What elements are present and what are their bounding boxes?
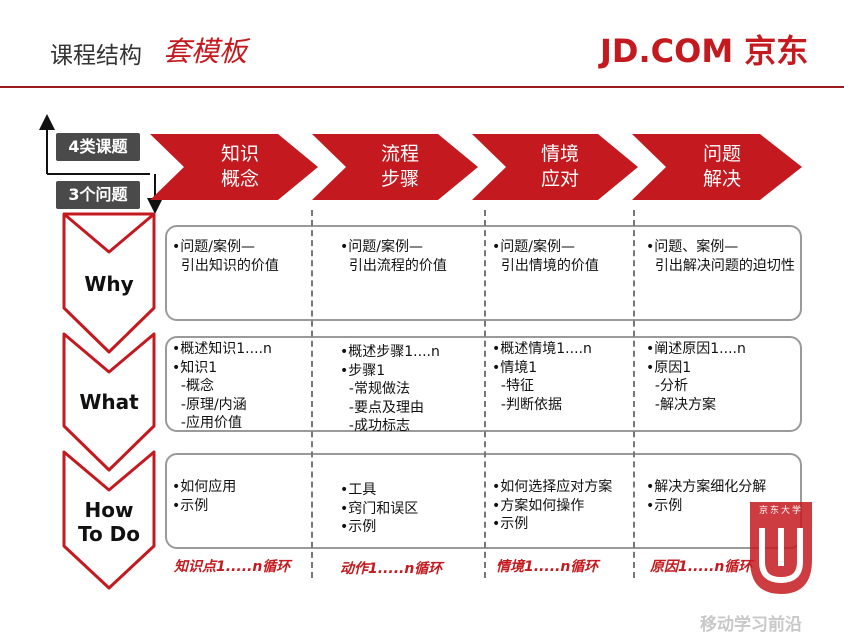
- cell-how-situation: •如何选择应对方案 •方案如何操作 •示例: [492, 479, 613, 532]
- column-divider-2: [484, 210, 486, 578]
- cell-what-knowledge: •概述知识1....n •知识1 -概念 -原理/内涵 -应用价值: [172, 341, 272, 431]
- panel-what: [165, 336, 802, 432]
- cell-what-problem: •阐述原因1....n •原因1 -分析 -解决方案: [646, 341, 746, 413]
- chevron-knowledge: [150, 134, 318, 200]
- footer-situation: 情境1.....n循环: [496, 559, 599, 575]
- cell-why-problem: •问题、案例— 引出解决问题的迫切性: [646, 239, 795, 274]
- watermark-site: 移动学习前沿: [700, 615, 802, 635]
- tag-questions: 3个问题: [56, 181, 140, 209]
- row-chevrons: [62, 212, 156, 590]
- cell-why-process: •问题/案例— 引出流程的价值: [340, 239, 447, 274]
- panel-how: [165, 453, 802, 549]
- page-title: 课程结构: [50, 43, 142, 69]
- chevron-problem: [632, 134, 802, 200]
- panel-why: [165, 225, 802, 321]
- column-header-problem: 问题解决: [702, 143, 741, 190]
- column-chevrons: [150, 134, 802, 200]
- row-chevron-how: [62, 450, 156, 590]
- column-header-process: 流程步骤: [380, 143, 419, 190]
- cell-how-process: •工具 •窍门和误区 •示例: [340, 482, 419, 535]
- tag-categories: 4类课题: [56, 133, 140, 161]
- cell-why-knowledge: •问题/案例— 引出知识的价值: [172, 239, 279, 274]
- footer-process: 动作1.....n循环: [340, 561, 443, 577]
- cell-what-process: •概述步骤1....n •步骤1 -常规做法 -要点及理由 -成功标志: [340, 344, 440, 434]
- header-divider: [0, 86, 844, 88]
- chevron-situation: [472, 134, 638, 200]
- cell-why-situation: •问题/案例— 引出情境的价值: [492, 239, 599, 274]
- cell-how-knowledge: •如何应用 •示例: [172, 479, 237, 514]
- column-divider-1: [311, 210, 313, 578]
- chevron-process: [312, 134, 478, 200]
- jd-logo: JD.COM 京东: [600, 32, 809, 70]
- row-chevron-what: [62, 332, 156, 472]
- axis-arrows: [39, 114, 163, 214]
- row-chevron-why: [62, 212, 156, 354]
- footer-problem: 原因1.....n循环: [650, 559, 753, 575]
- footer-knowledge: 知识点1.....n循环: [174, 559, 291, 575]
- column-header-knowledge: 知识概念: [220, 143, 259, 190]
- row-label-what: What: [79, 390, 139, 414]
- column-divider-3: [633, 210, 635, 578]
- page-subtitle: 套模板: [163, 35, 248, 68]
- badge-text: 京东大学: [758, 506, 803, 516]
- row-label-how: How To Do: [77, 498, 141, 546]
- jd-university-badge: [750, 502, 812, 594]
- column-header-situation: 情境应对: [540, 143, 579, 190]
- cell-how-problem: •解决方案细化分解 •示例: [646, 479, 767, 514]
- row-label-why: Why: [84, 272, 134, 296]
- cell-what-situation: •概述情境1....n •情境1 -特征 -判断依据: [492, 341, 592, 413]
